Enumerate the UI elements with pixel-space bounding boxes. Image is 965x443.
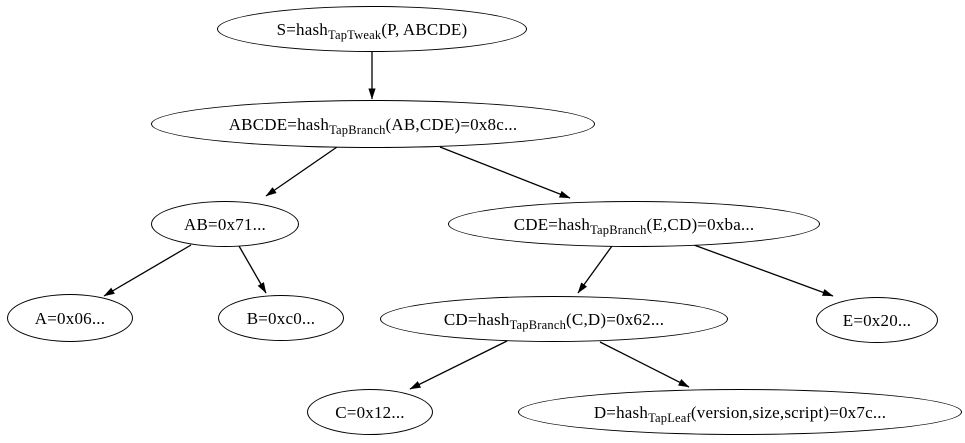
node-CD-label: CD=hashTapBranch(C,D)=0x62... — [443, 309, 665, 332]
node-S-label: S=hashTapTweak(P, ABCDE) — [276, 19, 468, 42]
node-D: D=hashTapLeaf(version,size,script)=0x7c.… — [518, 389, 962, 435]
node-B: B=0xc0... — [218, 295, 344, 341]
node-E-label: E=0x20... — [842, 310, 912, 330]
edge-AB-B — [238, 245, 267, 294]
node-AB: AB=0x71... — [151, 201, 299, 247]
edge-CD-D — [599, 341, 690, 388]
node-CDE-label: CDE=hashTapBranch(E,CD)=0xba... — [513, 214, 755, 237]
node-C-label: C=0x12... — [335, 402, 405, 422]
edge-AB-A — [103, 244, 192, 297]
node-S: S=hashTapTweak(P, ABCDE) — [217, 6, 527, 52]
node-A-label: A=0x06... — [34, 308, 106, 328]
edge-CDE-E — [693, 244, 834, 297]
edge-ABCDE-AB — [265, 146, 338, 197]
edge-ABCDE-CDE — [439, 146, 571, 199]
node-AB-label: AB=0x71... — [184, 214, 266, 234]
edge-CD-C — [409, 340, 508, 390]
node-A: A=0x06... — [7, 294, 133, 342]
node-ABCDE-label: ABCDE=hashTapBranch(AB,CDE)=0x8c... — [228, 114, 518, 137]
edge-CDE-CD — [577, 245, 613, 294]
node-CD: CD=hashTapBranch(C,D)=0x62... — [380, 296, 728, 342]
node-CDE: CDE=hashTapBranch(E,CD)=0xba... — [448, 201, 820, 247]
node-D-label: D=hashTapLeaf(version,size,script)=0x7c.… — [593, 402, 887, 425]
node-C: C=0x12... — [307, 389, 433, 435]
node-B-label: B=0xc0... — [246, 308, 316, 328]
node-ABCDE: ABCDE=hashTapBranch(AB,CDE)=0x8c... — [151, 100, 595, 148]
node-E: E=0x20... — [816, 297, 938, 343]
